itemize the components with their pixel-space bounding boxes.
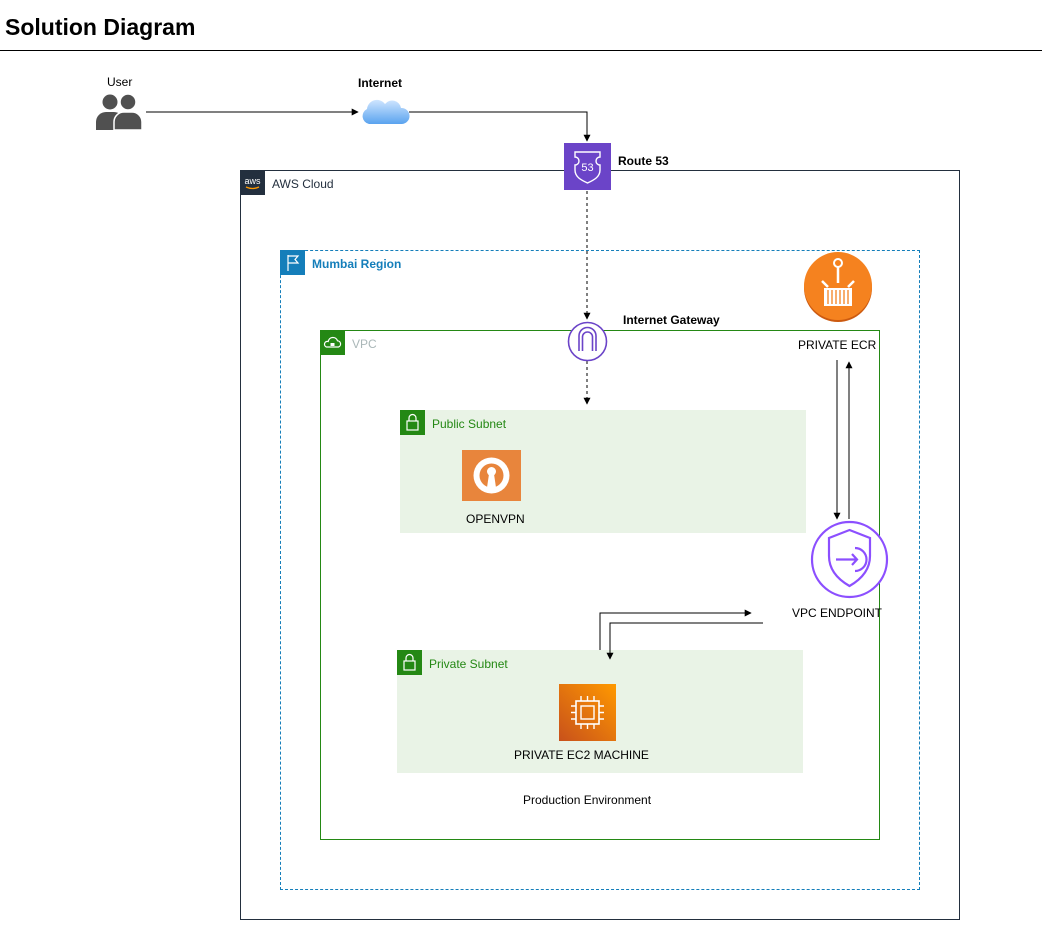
public-subnet-lock-icon [400, 410, 425, 435]
mumbai-region-group[interactable] [280, 250, 920, 890]
openvpn-icon[interactable] [462, 450, 521, 501]
vpc-endpoint-label: VPC ENDPOINT [792, 606, 883, 620]
openvpn-label: OPENVPN [466, 512, 525, 526]
aws-logo-icon: aws [240, 170, 265, 195]
public-subnet-label: Public Subnet [432, 417, 507, 431]
ec2-label: PRIVATE EC2 MACHINE [514, 748, 649, 762]
edge-internet-route53 [409, 111, 591, 142]
edge-ec2-endpoint [599, 609, 752, 650]
svg-text:53: 53 [581, 162, 593, 174]
region-flag-icon [280, 250, 305, 275]
internet-cloud-icon[interactable] [360, 97, 410, 127]
internet-gateway-icon[interactable] [567, 321, 608, 362]
region-label: Mumbai Region [312, 257, 402, 271]
aws-cloud-label: AWS Cloud [272, 177, 334, 191]
private-ecr-label: PRIVATE ECR [798, 338, 877, 352]
internet-gateway-label: Internet Gateway [623, 313, 720, 327]
private-subnet-label: Private Subnet [429, 657, 508, 671]
private-subnet-lock-icon [397, 650, 422, 675]
vpc-label: VPC [352, 337, 377, 351]
vpc-cloud-icon [320, 330, 345, 355]
title-divider [0, 50, 1042, 51]
route53-label: Route 53 [618, 154, 669, 168]
route53-icon[interactable]: 53 [564, 143, 611, 190]
internet-label: Internet [358, 76, 403, 90]
svg-text:aws: aws [244, 176, 261, 186]
user-label: User [107, 75, 133, 89]
users-icon[interactable] [95, 93, 147, 131]
edge-endpoint-ec2 [606, 622, 763, 660]
vpc-endpoint-icon[interactable] [810, 520, 889, 599]
ecr-icon[interactable] [802, 250, 874, 324]
environment-label: Production Environment [523, 793, 652, 807]
ec2-instance-icon[interactable] [559, 684, 616, 741]
page-title: Solution Diagram [5, 14, 196, 40]
